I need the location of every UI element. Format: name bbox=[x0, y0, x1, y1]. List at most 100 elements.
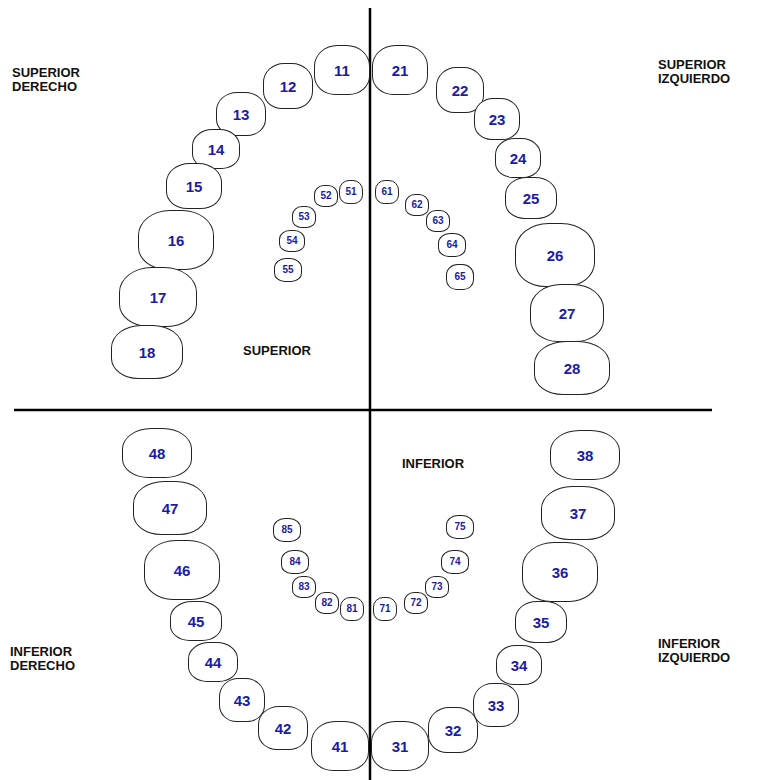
primary-tooth: 73 bbox=[425, 576, 449, 598]
primary-tooth: 62 bbox=[405, 194, 429, 216]
primary-tooth: 65 bbox=[446, 264, 474, 290]
permanent-tooth: 42 bbox=[258, 706, 308, 750]
tooth-number: 52 bbox=[320, 191, 331, 201]
permanent-tooth: 21 bbox=[372, 45, 428, 95]
primary-tooth: 75 bbox=[446, 515, 474, 539]
tooth-number: 46 bbox=[174, 563, 191, 578]
primary-tooth: 82 bbox=[315, 592, 339, 614]
permanent-tooth: 11 bbox=[314, 45, 370, 95]
tooth-number: 36 bbox=[552, 565, 569, 580]
permanent-tooth: 46 bbox=[144, 540, 220, 600]
permanent-tooth: 32 bbox=[428, 707, 478, 753]
permanent-tooth: 16 bbox=[138, 210, 214, 270]
tooth-number: 43 bbox=[234, 693, 251, 708]
primary-tooth: 63 bbox=[426, 210, 450, 232]
region-label: SUPERIOR DERECHO bbox=[12, 66, 96, 93]
tooth-number: 45 bbox=[188, 614, 205, 629]
primary-tooth: 55 bbox=[274, 258, 302, 282]
tooth-number: 73 bbox=[431, 582, 442, 592]
tooth-number: 41 bbox=[332, 739, 349, 754]
region-label: SUPERIOR bbox=[243, 344, 353, 358]
vertical-axis bbox=[369, 8, 372, 780]
permanent-tooth: 25 bbox=[505, 177, 557, 219]
tooth-number: 63 bbox=[432, 216, 443, 226]
region-label: INFERIOR bbox=[402, 457, 512, 471]
permanent-tooth: 47 bbox=[133, 481, 207, 535]
permanent-tooth: 27 bbox=[530, 284, 604, 342]
tooth-number: 64 bbox=[446, 240, 457, 250]
permanent-tooth: 35 bbox=[515, 601, 567, 643]
permanent-tooth: 31 bbox=[371, 721, 429, 771]
tooth-number: 23 bbox=[489, 112, 506, 127]
horizontal-axis bbox=[14, 409, 712, 412]
tooth-number: 53 bbox=[298, 212, 309, 222]
permanent-tooth: 28 bbox=[534, 341, 610, 395]
tooth-number: 42 bbox=[275, 721, 292, 736]
permanent-tooth: 38 bbox=[550, 430, 620, 480]
permanent-tooth: 36 bbox=[522, 542, 598, 602]
permanent-tooth: 26 bbox=[515, 223, 595, 287]
tooth-number: 27 bbox=[559, 306, 576, 321]
primary-tooth: 71 bbox=[373, 597, 397, 621]
region-label: SUPERIOR IZQUIERDO bbox=[658, 58, 766, 85]
tooth-number: 84 bbox=[289, 557, 300, 567]
tooth-number: 72 bbox=[410, 598, 421, 608]
permanent-tooth: 12 bbox=[263, 63, 313, 109]
primary-tooth: 84 bbox=[281, 550, 309, 574]
tooth-number: 21 bbox=[392, 63, 409, 78]
tooth-number: 82 bbox=[321, 598, 332, 608]
primary-tooth: 72 bbox=[404, 592, 428, 614]
tooth-number: 34 bbox=[511, 658, 528, 673]
primary-tooth: 51 bbox=[339, 180, 363, 204]
tooth-number: 48 bbox=[149, 446, 166, 461]
primary-tooth: 74 bbox=[441, 550, 469, 574]
tooth-number: 12 bbox=[280, 79, 297, 94]
tooth-number: 61 bbox=[381, 187, 392, 197]
tooth-number: 14 bbox=[208, 142, 225, 157]
tooth-number: 33 bbox=[488, 698, 505, 713]
tooth-number: 35 bbox=[533, 615, 550, 630]
permanent-tooth: 43 bbox=[219, 678, 265, 722]
permanent-tooth: 17 bbox=[119, 267, 197, 327]
tooth-number: 54 bbox=[286, 236, 297, 246]
primary-tooth: 52 bbox=[314, 185, 338, 207]
tooth-number: 47 bbox=[162, 501, 179, 516]
tooth-number: 24 bbox=[510, 151, 527, 166]
permanent-tooth: 41 bbox=[311, 721, 369, 771]
tooth-number: 85 bbox=[281, 525, 292, 535]
tooth-number: 81 bbox=[346, 604, 357, 614]
permanent-tooth: 24 bbox=[495, 138, 541, 178]
primary-tooth: 83 bbox=[292, 576, 316, 598]
tooth-number: 51 bbox=[345, 187, 356, 197]
tooth-number: 83 bbox=[298, 582, 309, 592]
permanent-tooth: 45 bbox=[170, 601, 222, 641]
permanent-tooth: 34 bbox=[496, 645, 542, 685]
tooth-number: 71 bbox=[379, 604, 390, 614]
permanent-tooth: 44 bbox=[188, 642, 238, 682]
tooth-number: 74 bbox=[449, 557, 460, 567]
tooth-number: 62 bbox=[411, 200, 422, 210]
region-label: INFERIOR IZQUIERDO bbox=[658, 637, 766, 664]
tooth-number: 31 bbox=[392, 739, 409, 754]
permanent-tooth: 37 bbox=[541, 486, 615, 540]
permanent-tooth: 33 bbox=[473, 683, 519, 727]
tooth-number: 13 bbox=[233, 107, 250, 122]
permanent-tooth: 18 bbox=[111, 325, 183, 379]
tooth-number: 38 bbox=[577, 448, 594, 463]
tooth-number: 37 bbox=[570, 506, 587, 521]
tooth-number: 15 bbox=[186, 179, 203, 194]
primary-tooth: 85 bbox=[273, 518, 301, 542]
primary-tooth: 81 bbox=[340, 597, 364, 621]
tooth-number: 55 bbox=[282, 265, 293, 275]
primary-tooth: 53 bbox=[292, 206, 316, 228]
tooth-number: 44 bbox=[205, 655, 222, 670]
primary-tooth: 61 bbox=[375, 180, 399, 204]
permanent-tooth: 15 bbox=[166, 163, 222, 209]
tooth-number: 75 bbox=[454, 522, 465, 532]
tooth-number: 26 bbox=[547, 248, 564, 263]
tooth-number: 18 bbox=[139, 345, 156, 360]
primary-tooth: 64 bbox=[438, 233, 466, 257]
primary-tooth: 54 bbox=[279, 230, 305, 252]
tooth-number: 17 bbox=[150, 290, 167, 305]
